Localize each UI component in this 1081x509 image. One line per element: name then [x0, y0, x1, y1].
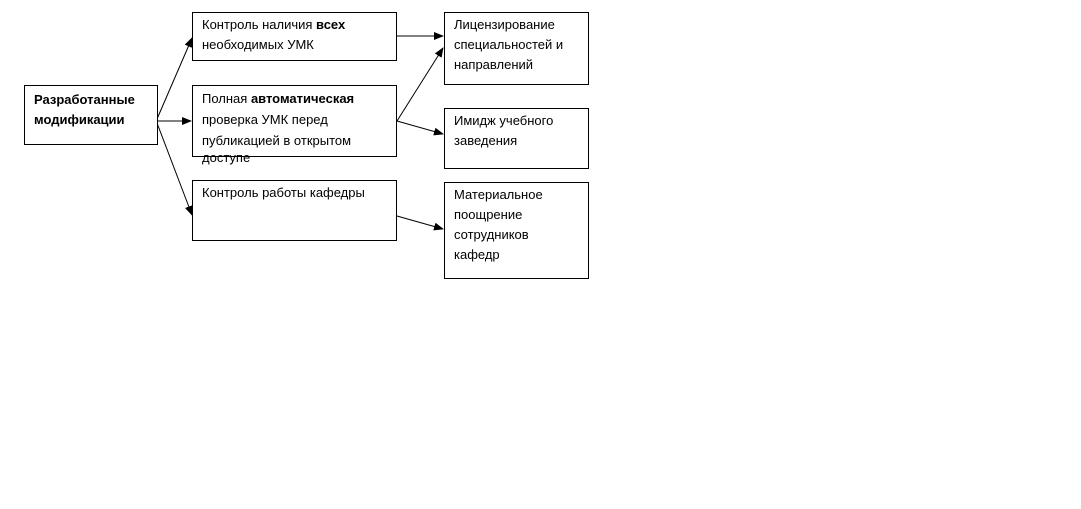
- arrow-m3-to-r3: [396, 215, 444, 231]
- result-1-line-1: Лицензирование: [454, 17, 555, 32]
- result-node-2: Имидж учебного заведения: [444, 108, 589, 169]
- root-node: Разработанные модификации: [24, 85, 158, 145]
- result-3-line-3: сотрудников: [454, 227, 529, 242]
- arrow-root-to-m3: [156, 122, 193, 216]
- result-1-line-2: специальностей и: [454, 37, 564, 52]
- result-3-line-4: кафедр: [454, 247, 500, 262]
- measure-1-line-1: Контроль наличия всех: [202, 17, 346, 32]
- root-line-1: Разработанные: [34, 92, 135, 107]
- result-1-line-3: направлений: [454, 57, 534, 72]
- arrow-root-to-m1: [156, 37, 193, 120]
- result-node-3: Материальное поощрение сотрудников кафед…: [444, 182, 589, 279]
- measure-node-3: Контроль работы кафедры: [192, 180, 397, 241]
- result-node-1: Лицензирование специальностей и направле…: [444, 12, 589, 85]
- measure-2-line-2: проверка УМК перед: [202, 112, 328, 127]
- root-line-2: модификации: [34, 112, 125, 127]
- result-3-line-1: Материальное: [454, 187, 543, 202]
- measure-2-line-3: публикацией в открытом: [202, 133, 352, 148]
- result-2-line-1: Имидж учебного: [454, 113, 554, 128]
- measure-3-line-1: Контроль работы кафедры: [202, 185, 365, 200]
- arrow-m2-to-r1: [396, 47, 444, 122]
- measure-node-2: Полная автоматическая проверка УМК перед…: [192, 85, 397, 164]
- arrow-m2-to-r2: [396, 120, 444, 136]
- measure-2-line-1: Полная автоматическая: [202, 91, 355, 106]
- result-3-line-2: поощрение: [454, 207, 523, 222]
- measure-node-1: Контроль наличия всех необходимых УМК: [192, 12, 397, 61]
- measure-1-line-2: необходимых УМК: [202, 37, 314, 52]
- measure-2-line-4: доступе: [202, 150, 251, 165]
- result-2-line-2: заведения: [454, 133, 518, 148]
